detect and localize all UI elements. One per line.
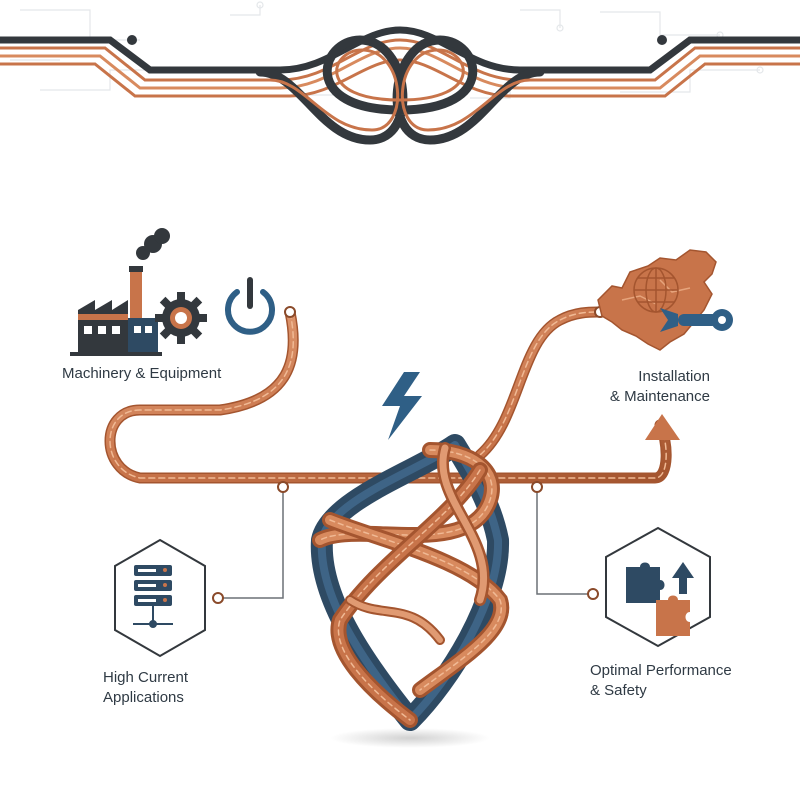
china-map-icon xyxy=(597,249,717,351)
globe-icon xyxy=(633,267,679,313)
copper-cable-shield xyxy=(310,434,510,748)
connector-node xyxy=(212,592,224,604)
header-knot-cables xyxy=(0,26,800,145)
connector-node xyxy=(277,481,289,493)
high-current-hexagon xyxy=(114,538,206,658)
wrench-icon xyxy=(660,308,733,332)
server-icon xyxy=(134,565,172,606)
high-current-label-line2: Applications xyxy=(103,689,184,706)
gear-icon xyxy=(155,292,207,344)
machinery-label: Machinery & Equipment xyxy=(62,364,221,384)
machinery-label-text: Machinery & Equipment xyxy=(62,365,222,382)
connector-node xyxy=(531,481,543,493)
lightning-bolt-icon xyxy=(382,372,422,440)
high-current-label: High Current Applications xyxy=(103,668,223,708)
high-current-label-line1: High Current xyxy=(103,669,189,686)
power-icon xyxy=(225,277,275,335)
connector-node xyxy=(587,588,599,600)
optimal-label: Optimal Performance & Safety xyxy=(590,661,760,701)
optimal-hexagon xyxy=(605,526,711,648)
installation-label-line2: & Maintenance xyxy=(609,388,710,405)
optimal-label-line2: & Safety xyxy=(590,682,647,699)
branch-lines xyxy=(218,487,590,599)
optimal-label-line1: Optimal Performance xyxy=(590,662,732,679)
network-icon xyxy=(133,606,173,628)
puzzle-icon xyxy=(626,562,690,636)
arrow-up-icon xyxy=(672,562,694,594)
installation-label: Installation & Maintenance xyxy=(586,367,710,407)
installation-label-line1: Installation xyxy=(638,368,710,385)
cable-arrow-head xyxy=(645,414,680,440)
copper-cable-network xyxy=(104,306,672,484)
factory-icon xyxy=(70,228,170,356)
connector-node xyxy=(284,306,296,318)
